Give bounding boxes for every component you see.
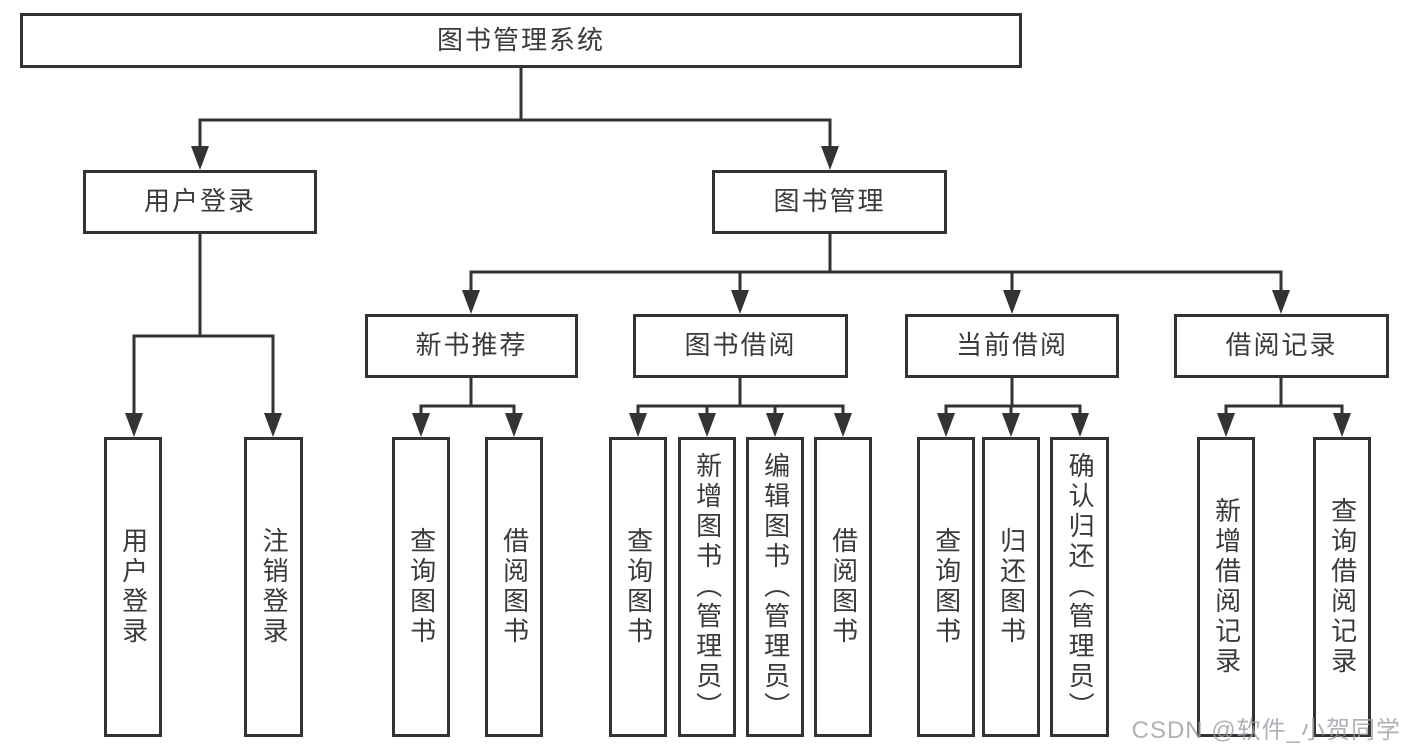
node-label: 借阅记录 — [1225, 330, 1338, 361]
node-leaf-borrow-books: 借阅图书 — [814, 437, 872, 737]
node-label: 归还图书 — [996, 527, 1027, 647]
node-label: 图书管理 — [773, 186, 886, 217]
node-label: 查询图书 — [406, 527, 437, 647]
node-label: 图书管理系统 — [436, 24, 605, 55]
node-leaf-borrow-books-recommend: 借阅图书 — [485, 437, 543, 737]
node-library-management-system: 图书管理系统 — [20, 13, 1022, 68]
node-leaf-logout: 注销登录 — [244, 437, 303, 737]
node-new-book-recommendation: 新书推荐 — [365, 314, 578, 378]
node-book-management: 图书管理 — [712, 170, 947, 234]
node-leaf-return-books: 归还图书 — [982, 437, 1040, 737]
node-label: 用户登录 — [143, 186, 256, 217]
node-label: 编辑图书（管理员） — [760, 452, 791, 722]
node-leaf-confirm-return-admin: 确认归还（管理员） — [1050, 437, 1109, 737]
node-book-borrowing: 图书借阅 — [633, 314, 848, 378]
node-label: 确认归还（管理员） — [1065, 452, 1096, 722]
node-label: 查询图书 — [623, 527, 654, 647]
node-leaf-query-books-borrowing: 查询图书 — [609, 437, 667, 737]
node-label: 新增图书（管理员） — [692, 452, 723, 722]
node-leaf-user-login: 用户登录 — [104, 437, 162, 737]
node-label: 借阅图书 — [499, 527, 530, 647]
node-leaf-query-books-current: 查询图书 — [917, 437, 975, 737]
node-label: 借阅图书 — [828, 527, 859, 647]
node-label: 查询图书 — [931, 527, 962, 647]
node-user-login: 用户登录 — [83, 170, 317, 234]
node-label: 当前借阅 — [955, 330, 1068, 361]
node-label: 图书借阅 — [684, 330, 797, 361]
node-leaf-edit-books-admin: 编辑图书（管理员） — [746, 437, 804, 737]
node-label: 新增借阅记录 — [1211, 497, 1242, 677]
node-borrowing-records: 借阅记录 — [1174, 314, 1389, 378]
csdn-watermark: CSDN @软件_小贺同学 — [1131, 717, 1401, 744]
node-current-borrowing: 当前借阅 — [905, 314, 1119, 378]
node-leaf-query-books-recommend: 查询图书 — [392, 437, 450, 737]
node-leaf-query-borrow-record: 查询借阅记录 — [1313, 437, 1371, 737]
node-label: 用户登录 — [118, 527, 149, 647]
node-leaf-add-borrow-record: 新增借阅记录 — [1197, 437, 1255, 737]
node-label: 新书推荐 — [415, 330, 528, 361]
node-label: 注销登录 — [259, 527, 290, 647]
node-label: 查询借阅记录 — [1327, 497, 1358, 677]
node-leaf-add-books-admin: 新增图书（管理员） — [678, 437, 736, 737]
